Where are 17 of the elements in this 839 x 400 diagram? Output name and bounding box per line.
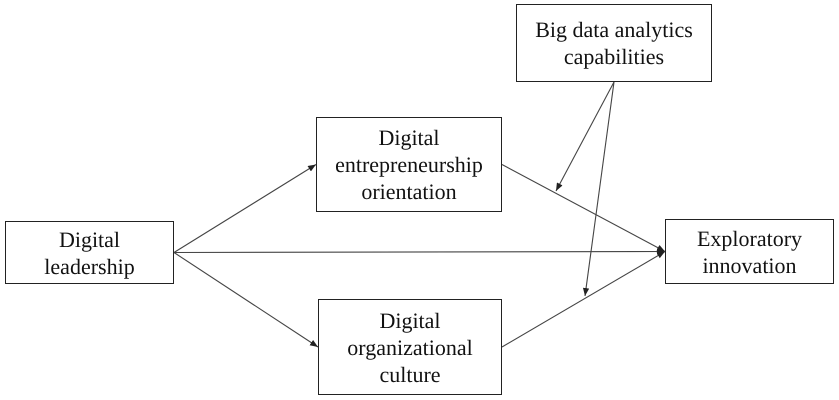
construct-label: Digital entrepreneurship orientation: [334, 124, 484, 205]
construct-box: [316, 117, 502, 212]
construct-label: Digital organizational culture: [346, 306, 474, 388]
construct-box: [665, 219, 834, 284]
construct-label: Digital leadership: [43, 226, 136, 280]
construct-label: Big data analytics capabilities: [534, 16, 694, 70]
construct-box: [516, 4, 712, 82]
arrow: [556, 82, 614, 192]
construct-label: Exploratory innovation: [696, 224, 804, 278]
construct-box: [318, 299, 502, 395]
arrow: [174, 252, 318, 348]
arrow: [582, 82, 615, 296]
construct-box: [5, 221, 174, 284]
arrow: [174, 248, 665, 255]
arrow: [502, 251, 666, 348]
arrow: [174, 164, 316, 253]
arrow: [502, 164, 666, 252]
